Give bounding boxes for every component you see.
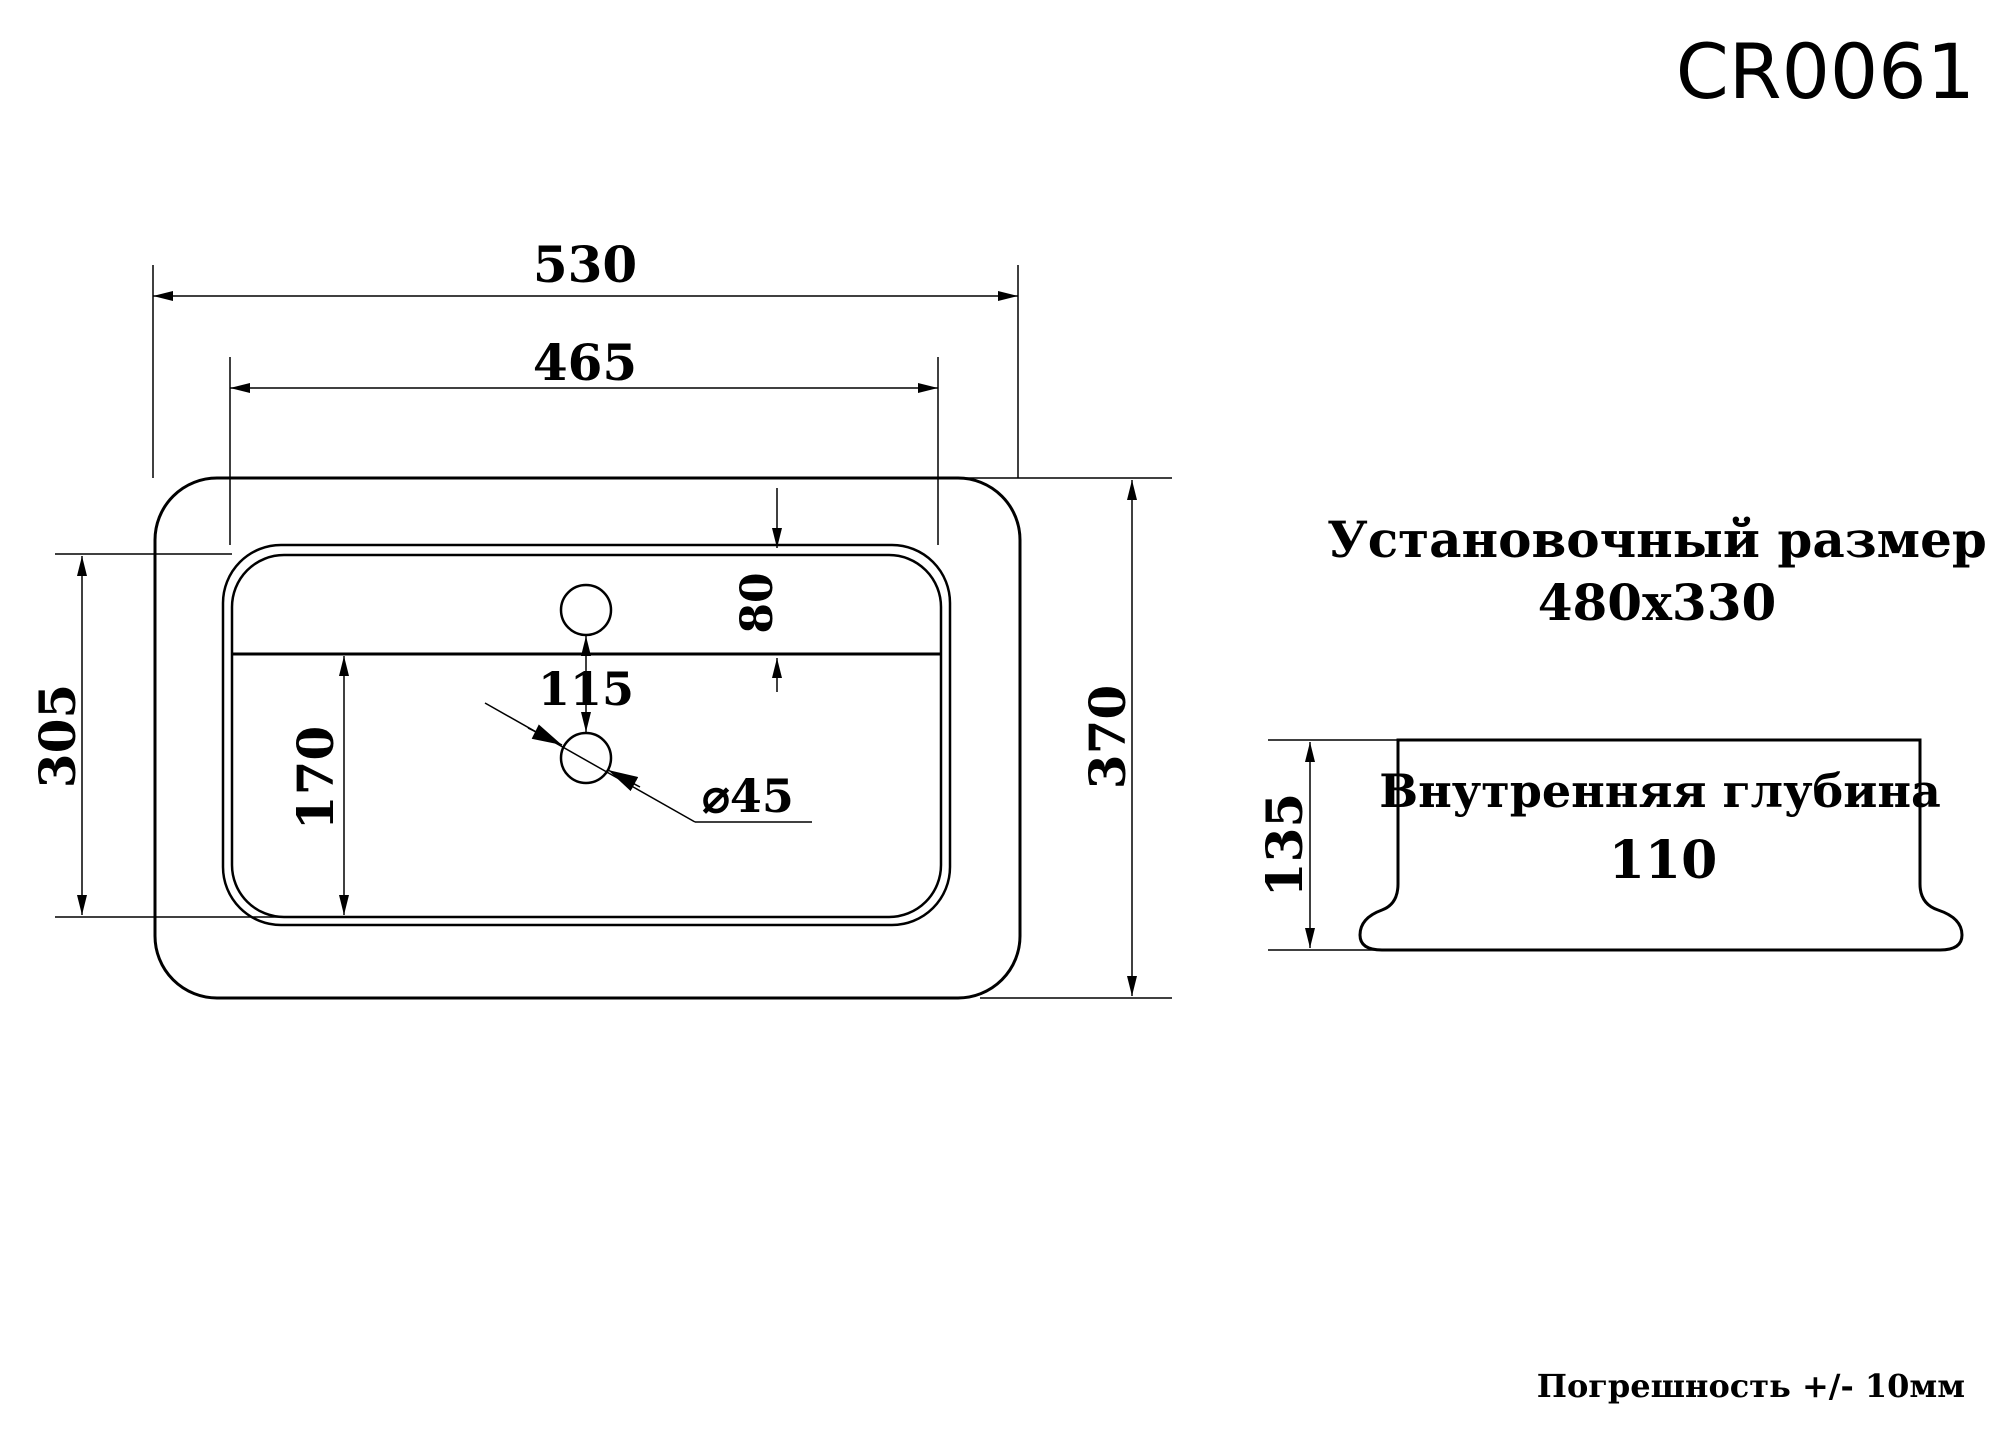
installation-size-title: Установочный размер [1327, 510, 1987, 569]
side-profile-outline [1358, 738, 1964, 952]
leader-line-diameter [484, 702, 696, 823]
faucet-hole [559, 583, 613, 637]
dim-label-inner-depth: 305 [28, 684, 87, 788]
basin-outer-outline [221, 543, 952, 927]
diameter-arrow-left [527, 724, 563, 746]
dim-label-inner-width: 465 [533, 333, 637, 392]
drain-hole [559, 731, 613, 785]
installation-size-value: 480x330 [1538, 573, 1777, 632]
sink-outer-outline [153, 476, 1022, 1000]
sink-top-view [153, 476, 1022, 1000]
inner-depth-title: Внутренняя глубина [1379, 764, 1941, 818]
dim-label-hole-diameter: ⌀45 [702, 769, 794, 823]
dim-label-outer-width: 530 [533, 235, 637, 294]
inner-depth-value: 110 [1609, 830, 1718, 891]
basin-inner-outline [230, 553, 943, 919]
dim-label-hole-spacing: 115 [538, 662, 634, 716]
dim-label-back-to-hole: 80 [732, 572, 783, 633]
diameter-arrow-right [607, 769, 641, 792]
tolerance-note: Погрешность +/- 10мм [1537, 1367, 1965, 1405]
dim-label-outer-depth: 370 [1078, 685, 1137, 789]
dim-label-height: 135 [1255, 793, 1314, 897]
dimension-lines [77, 291, 1137, 996]
sink-side-profile [1268, 738, 1964, 952]
model-number: CR0061 [1676, 27, 1975, 116]
dim-label-drain-to-front: 170 [286, 726, 345, 830]
